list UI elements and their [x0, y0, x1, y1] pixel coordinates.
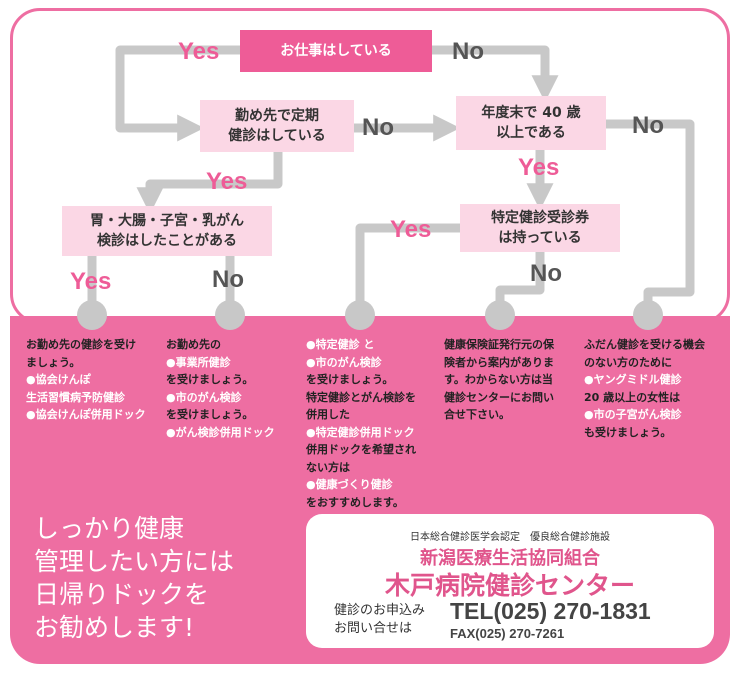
advice-column: お勤め先の健診を受けましょう。 ●協会けんぽ生活習慣病予防健診 ●協会けんぽ併用ドッ…: [26, 336, 146, 424]
yes-label: Yes: [178, 38, 220, 65]
fax-number: FAX(025) 270-7261: [450, 626, 565, 641]
advice-text: 健診センターにお問い: [444, 390, 554, 404]
endpoint-dot: [633, 300, 663, 330]
no-label: No: [212, 266, 244, 293]
advice-text: ふだん健診を受ける機会: [584, 338, 705, 351]
yes-label: Yes: [518, 154, 560, 181]
arrow-q1-no: [432, 45, 559, 103]
yes-label: Yes: [390, 216, 432, 243]
endpoint-dot: [77, 300, 107, 330]
question-workplace-checkup: 勤め先で定期健診はしている: [200, 100, 354, 152]
arrow-q1-yes: [115, 45, 240, 142]
advice-column: お勤め先の ●事業所健診を受けましょう。 ●市のがん検診を受けましょう。 ●がん検診併…: [166, 336, 275, 441]
advice-text: を受けましょう。: [306, 373, 394, 386]
advice-text: 20 歳以上の女性は: [584, 390, 681, 404]
recommended-checkup: ●市のがん検診: [166, 390, 242, 404]
advice-text: 併用ドックを希望され: [306, 443, 416, 456]
advice-text: す。わからない方は当: [444, 373, 553, 386]
question-text: 勤め先で定期: [235, 108, 319, 124]
question-text: 検診はしたことがある: [97, 233, 237, 249]
yes-label: Yes: [70, 268, 112, 295]
contact-card: 日本総合健診医学会認定 優良総合健診施設 新潟医療生活協同組合 木戸病院健診セン…: [306, 514, 714, 648]
advice-text: 健康保険証発行元の保: [444, 338, 554, 351]
recommended-checkup: ●がん検診併用ドック: [166, 425, 275, 439]
center-name: 木戸病院健診センター: [384, 571, 635, 600]
recommended-checkup: ●市のがん検診: [306, 355, 382, 369]
question-voucher: 特定健診受診券は持っている: [460, 204, 620, 252]
question-age-40: 年度末で 40 歳以上である: [456, 96, 606, 150]
advice-text: のない方のために: [584, 355, 672, 369]
endpoint-dot: [215, 300, 245, 330]
advice-column: ふだん健診を受ける機会のない方のために ●ヤングミドル健診 20 歳以上の女性は ●市…: [584, 336, 705, 441]
slogan: しっかり健康 管理したい方には 日帰りドックを お勧めします!: [34, 512, 234, 644]
question-text: は持っている: [498, 230, 582, 246]
arrow-q2-yes: [136, 152, 283, 215]
slogan-line: しっかり健康: [34, 514, 185, 543]
advice-text: ましょう。: [26, 355, 81, 369]
advice-text: 特定健診とがん検診を: [306, 390, 416, 404]
recommended-checkup: ●特定健診 と: [306, 338, 375, 351]
endpoint-dot: [485, 300, 515, 330]
slogan-line: 管理したい方には: [34, 547, 235, 576]
question-text: 健診はしている: [228, 128, 326, 144]
advice-text: 併用した: [306, 408, 350, 421]
certification: 日本総合健診医学会認定 優良総合健診施設: [410, 532, 610, 543]
advice-text: 合せ下さい。: [444, 408, 510, 421]
question-text: 年度末で 40 歳: [481, 105, 581, 121]
advice-text: を受けましょう。: [166, 373, 254, 386]
endpoint-dot: [345, 300, 375, 330]
arrow-q3-no: [606, 119, 695, 312]
question-text: お仕事はしている: [280, 43, 392, 59]
advice-text: も受けましょう。: [584, 425, 672, 439]
advice-text: ない方は: [306, 460, 350, 474]
no-label: No: [362, 114, 394, 141]
advice-column: ●特定健診 と ●市のがん検診を受けましょう。特定健診とがん検診を併用した ●特定健…: [306, 336, 416, 511]
yes-label: Yes: [206, 168, 248, 195]
recommended-checkup: 生活習慣病予防健診: [26, 390, 125, 404]
phone-number[interactable]: TEL(025) 270-1831: [450, 598, 651, 624]
organization-name: 新潟医療生活協同組合: [420, 548, 600, 569]
advice-text: お勤め先の健診を受け: [26, 338, 136, 351]
recommended-checkup: ●協会けんぽ併用ドック: [26, 408, 146, 421]
apply-line: 健診のお申込み: [334, 603, 426, 618]
question-text: 胃・大腸・子宮・乳がん: [90, 213, 244, 229]
recommended-checkup: ●市の子宮がん検診: [584, 408, 682, 421]
recommended-checkup: ●協会けんぽ: [26, 373, 91, 386]
no-label: No: [632, 112, 664, 139]
advice-text: 険者から案内がありま: [444, 355, 554, 369]
advice-text: をおすすめします。: [306, 495, 404, 509]
question-cancer-screening: 胃・大腸・子宮・乳がん検診はしたことがある: [62, 206, 272, 256]
recommended-checkup: ●特定健診併用ドック: [306, 425, 415, 439]
recommended-checkup: ●ヤングミドル健診: [584, 373, 682, 386]
question-text: 以上である: [496, 125, 566, 141]
apply-line: お問い合せは: [334, 621, 413, 636]
recommended-checkup: ●事業所健診: [166, 355, 231, 369]
advice-text: を受けましょう。: [166, 408, 254, 421]
question-text: 特定健診受診券: [491, 210, 589, 226]
arrow-q5-yes: [355, 223, 460, 312]
slogan-line: お勧めします!: [34, 613, 195, 642]
slogan-line: 日帰りドックを: [34, 580, 210, 609]
no-label: No: [452, 38, 484, 65]
no-label: No: [530, 260, 562, 287]
advice-text: お勤め先の: [166, 338, 221, 351]
recommended-checkup: ●健康づくり健診: [306, 478, 393, 491]
advice-column: 健康保険証発行元の保険者から案内があります。わからない方は当健診センターにお問い…: [444, 336, 554, 424]
apply-label: 健診のお申込み お問い合せは: [334, 602, 425, 638]
question-working: お仕事はしている: [240, 30, 432, 72]
